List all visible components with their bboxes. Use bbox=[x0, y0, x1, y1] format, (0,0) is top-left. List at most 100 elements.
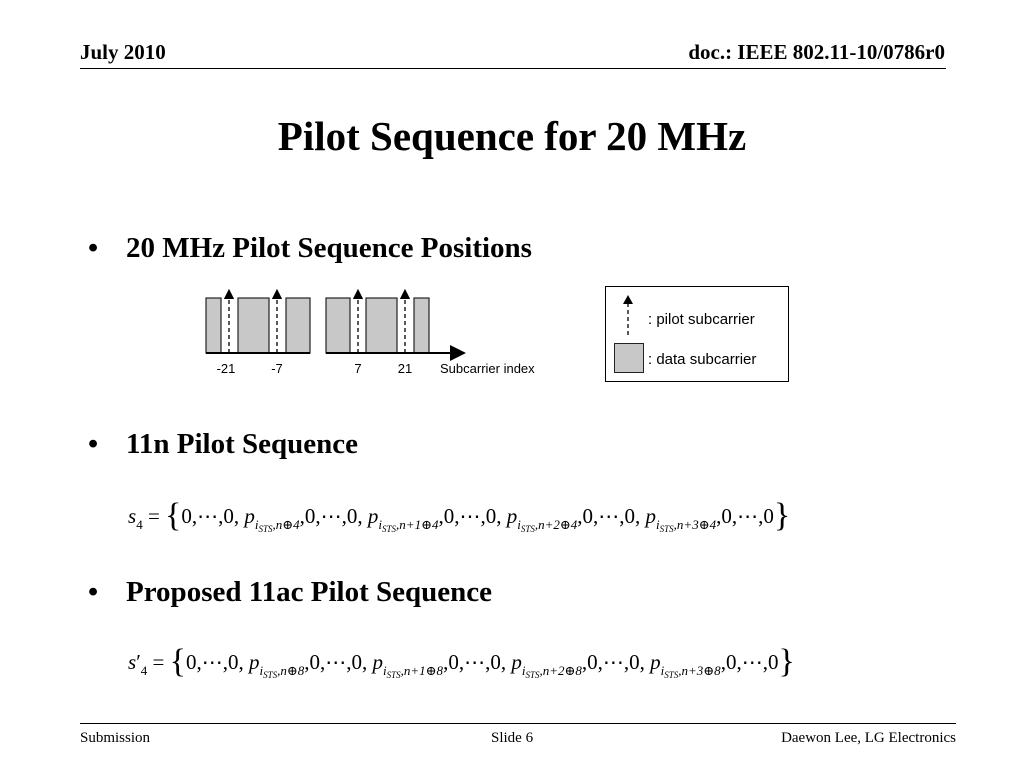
eq-comma: , bbox=[400, 663, 404, 678]
eq-lhs-sub: 4 bbox=[136, 517, 143, 532]
footer-author: Daewon Lee, LG Electronics bbox=[781, 730, 956, 746]
eq-idx: n⊕4 bbox=[275, 517, 300, 532]
eq-sts: STS bbox=[659, 524, 674, 534]
legend-data-label: : data subcarrier bbox=[648, 351, 757, 368]
eq-p: p bbox=[244, 504, 255, 528]
pilot-index-label: 7 bbox=[354, 361, 361, 376]
pilot-index-label: 21 bbox=[398, 361, 412, 376]
header-doc-id: doc.: IEEE 802.11-10/0786r0 bbox=[688, 40, 945, 64]
eq-p: p bbox=[645, 504, 657, 528]
eq-zeros: 0,⋯,0, bbox=[587, 650, 645, 674]
eq-sts: STS bbox=[382, 524, 397, 534]
footer-submission: Submission bbox=[80, 730, 151, 746]
eq-lhs: s bbox=[128, 650, 137, 674]
pilot-position-diagram: -21 -7 7 21 Subcarrier index bbox=[205, 288, 535, 376]
eq-comma: , bbox=[678, 663, 682, 678]
eq-p: p bbox=[650, 650, 661, 674]
slide-title: Pilot Sequence for 20 MHz bbox=[277, 113, 747, 159]
eq-zeros: 0,⋯,0, bbox=[443, 504, 502, 528]
eq-brace-close: } bbox=[773, 497, 791, 534]
eq-brace-close: } bbox=[778, 643, 795, 680]
eq-comma: , bbox=[673, 517, 677, 532]
eq-zeros: , bbox=[577, 504, 583, 528]
footer-slide-number: Slide 6 bbox=[491, 730, 534, 746]
eq-zeros: , bbox=[443, 650, 449, 674]
data-subcarrier-swatch bbox=[614, 343, 644, 373]
bullet-1-symbol: • bbox=[88, 232, 99, 264]
eq-brace-open: { bbox=[165, 497, 182, 534]
footer-rule bbox=[80, 723, 956, 724]
eq-i: i bbox=[517, 517, 521, 532]
eq-zeros: , bbox=[438, 504, 444, 528]
data-subcarrier-blocks bbox=[205, 297, 430, 354]
eq-zeros: , bbox=[581, 650, 588, 674]
eq-idx: n+3⊕4 bbox=[676, 517, 717, 532]
pilot-arrows bbox=[223, 288, 411, 353]
pilot-index-label: -7 bbox=[271, 361, 283, 376]
eq-i: i bbox=[660, 663, 665, 678]
equation-11ac: s′4 = {0,⋯,0, piSTS,n⊕8,0,⋯,0, piSTS,n+1… bbox=[128, 640, 795, 680]
equation-11n: s4 = {0,⋯,0, piSTS,n⊕4,0,⋯,0, piSTS,n+1⊕… bbox=[128, 494, 791, 534]
eq-zeros-end: 0,⋯,0 bbox=[721, 504, 774, 528]
eq-i: i bbox=[378, 517, 383, 532]
eq-sts: STS bbox=[520, 524, 535, 534]
eq-sts: STS bbox=[525, 670, 540, 680]
data-block bbox=[237, 297, 270, 354]
eq-zeros: 0,⋯,0, bbox=[181, 504, 240, 528]
data-block bbox=[365, 297, 398, 354]
data-block bbox=[413, 297, 430, 354]
data-block bbox=[205, 297, 222, 354]
eq-zeros: , bbox=[716, 504, 722, 528]
eq-zeros: , bbox=[304, 650, 310, 674]
eq-zeros: 0,⋯,0, bbox=[448, 650, 507, 674]
axis-label: Subcarrier index bbox=[440, 361, 535, 376]
eq-p: p bbox=[506, 504, 518, 528]
eq-i: i bbox=[254, 517, 259, 532]
eq-sts: STS bbox=[664, 670, 679, 680]
eq-p: p bbox=[367, 504, 379, 528]
eq-comma: , bbox=[534, 517, 539, 532]
eq-equals: = bbox=[152, 650, 165, 674]
eq-idx: n+1⊕4 bbox=[399, 517, 439, 532]
eq-comma: , bbox=[277, 663, 281, 678]
legend-pilot-label: : pilot subcarrier bbox=[648, 311, 755, 328]
eq-zeros: , bbox=[720, 650, 726, 674]
eq-i: i bbox=[656, 517, 660, 532]
eq-zeros: , bbox=[299, 504, 305, 528]
data-block bbox=[325, 297, 351, 354]
eq-p: p bbox=[511, 650, 522, 674]
eq-p: p bbox=[372, 650, 384, 674]
legend-box: : pilot subcarrier : data subcarrier bbox=[605, 286, 789, 382]
eq-i: i bbox=[521, 663, 526, 678]
eq-zeros-end: 0,⋯,0 bbox=[725, 650, 779, 674]
eq-idx: n+1⊕8 bbox=[403, 663, 444, 678]
eq-zeros: 0,⋯,0, bbox=[582, 504, 641, 528]
eq-comma: , bbox=[272, 517, 276, 532]
eq-comma: , bbox=[396, 517, 400, 532]
eq-p: p bbox=[248, 650, 260, 674]
eq-idx: n+2⊕8 bbox=[542, 663, 582, 678]
eq-brace-open: { bbox=[169, 643, 186, 680]
eq-zeros: 0,⋯,0, bbox=[309, 650, 368, 674]
eq-sts: STS bbox=[258, 524, 273, 534]
pilot-arrow-icon bbox=[623, 295, 633, 335]
eq-lhs: s bbox=[128, 504, 137, 528]
eq-sts: STS bbox=[263, 670, 278, 680]
eq-equals: = bbox=[147, 504, 160, 528]
bullet-2-symbol: • bbox=[88, 428, 99, 460]
eq-sts: STS bbox=[386, 670, 401, 680]
header-date: July 2010 bbox=[80, 40, 166, 64]
data-block bbox=[285, 297, 311, 354]
eq-zeros: 0,⋯,0, bbox=[304, 504, 363, 528]
eq-comma: , bbox=[539, 663, 543, 678]
eq-i: i bbox=[383, 663, 387, 678]
header-rule bbox=[80, 68, 946, 69]
eq-idx: n+3⊕8 bbox=[681, 663, 721, 678]
bullet-3-symbol: • bbox=[88, 576, 99, 608]
eq-idx: n+2⊕4 bbox=[538, 517, 578, 532]
eq-prime: ′ bbox=[136, 650, 141, 674]
bullet-2-text: 11n Pilot Sequence bbox=[126, 428, 359, 460]
eq-i: i bbox=[259, 663, 264, 678]
eq-lhs-sub: 4 bbox=[140, 663, 148, 678]
eq-idx: n⊕8 bbox=[280, 663, 305, 678]
